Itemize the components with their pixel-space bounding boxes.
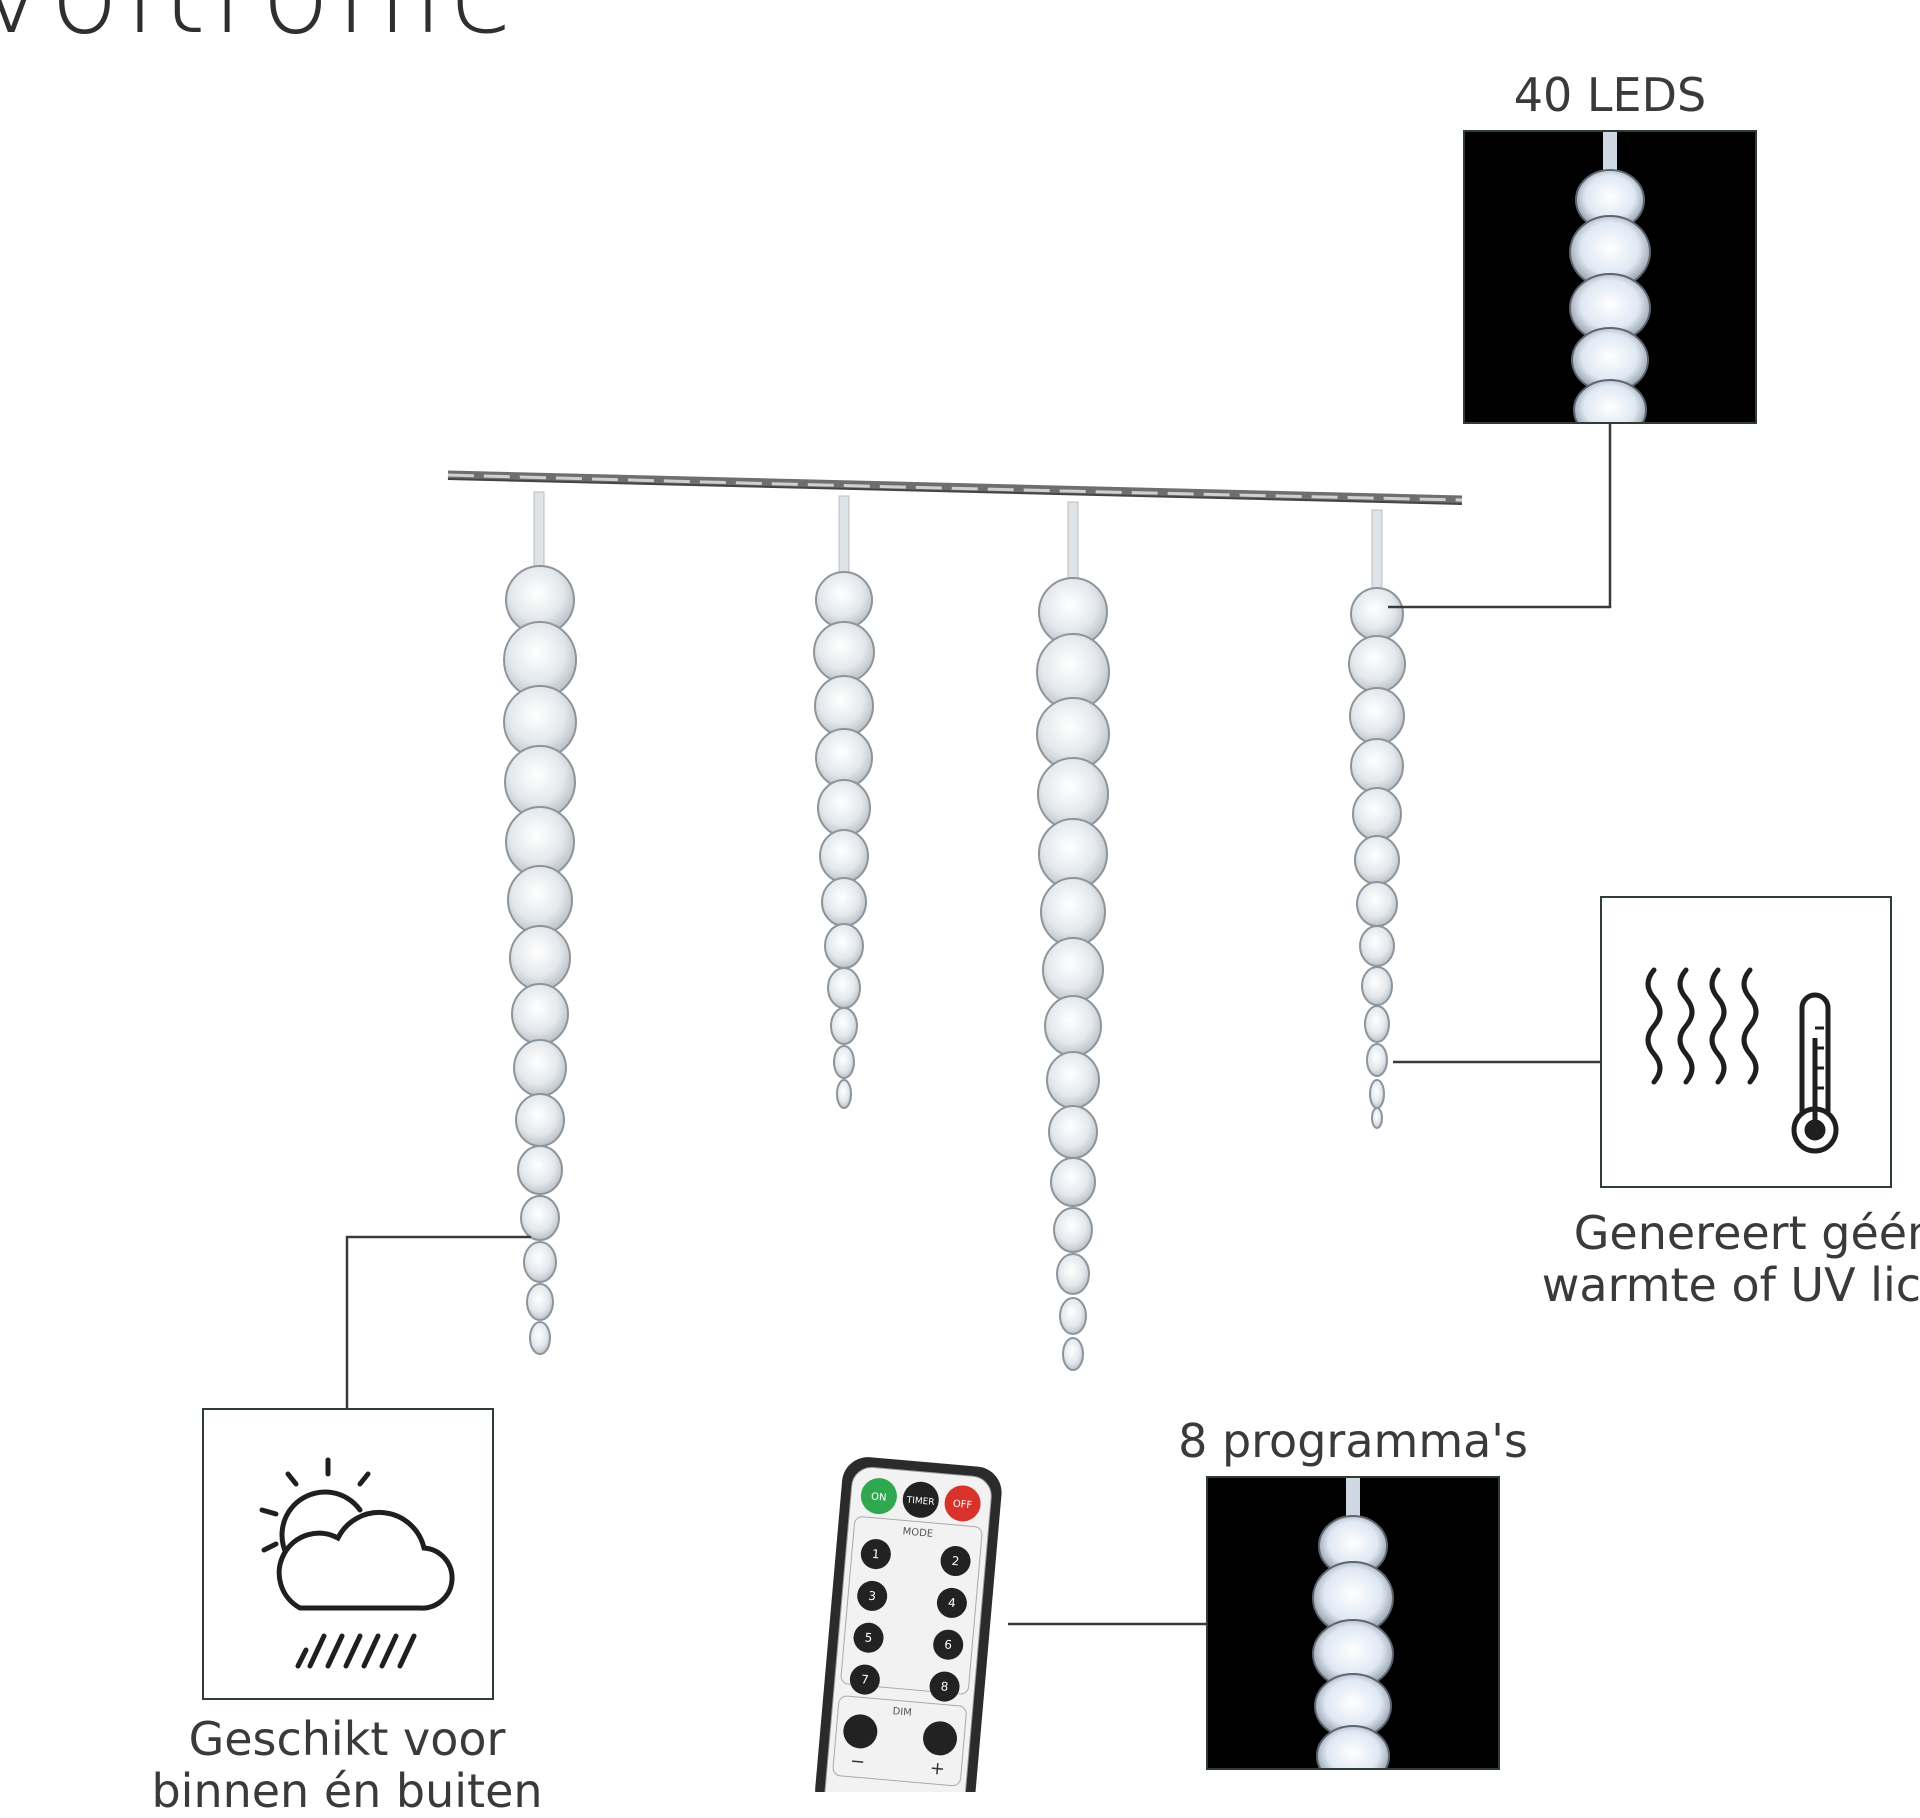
remote-on-button bbox=[860, 1478, 897, 1515]
remote-on-label: ON bbox=[871, 1491, 887, 1503]
weather-box bbox=[202, 1408, 494, 1700]
brand-logo: voltronic bbox=[0, 0, 540, 70]
weather-label-line1: Geschikt voor bbox=[188, 1712, 506, 1766]
no-heat-label-line1: Genereert géén bbox=[1573, 1206, 1920, 1260]
logo-text: voltronic bbox=[0, 0, 518, 50]
cable-wire bbox=[447, 470, 1463, 505]
leds-photo bbox=[1463, 130, 1757, 424]
weather-label-line2: binnen én buiten bbox=[151, 1763, 543, 1818]
programs-label: 8 programma's bbox=[1178, 1414, 1528, 1468]
remote-off-label: OFF bbox=[952, 1499, 973, 1512]
remote-mode-label: MODE bbox=[902, 1526, 933, 1540]
remote-number-buttons bbox=[849, 1539, 971, 1702]
remote-dim-label: DIM bbox=[892, 1706, 912, 1719]
remote-control: ON TIMER OFF MODE 1 2 3 4 5 6 7 8 bbox=[780, 1452, 1010, 1792]
remote-num-5: 5 bbox=[864, 1630, 873, 1645]
remote-num-4: 4 bbox=[947, 1596, 956, 1611]
no-heat-label: Genereert géén warmte of UV licht bbox=[1541, 1206, 1920, 1312]
remote-timer-label: TIMER bbox=[905, 1495, 935, 1507]
icicle-photo-icon-2 bbox=[1312, 1478, 1394, 1768]
thermometer-icon bbox=[1791, 992, 1839, 1154]
remote-num-2: 2 bbox=[951, 1554, 960, 1569]
remote-plus-label: + bbox=[929, 1758, 946, 1780]
icicle-3 bbox=[1036, 501, 1110, 1371]
remote-num-1: 1 bbox=[871, 1547, 880, 1562]
sun-cloud-rain-icon bbox=[259, 1457, 455, 1669]
remote-minus-label: − bbox=[849, 1751, 866, 1773]
remote-num-6: 6 bbox=[944, 1637, 953, 1652]
remote-num-7: 7 bbox=[860, 1672, 869, 1687]
connector-weather bbox=[345, 1235, 531, 1408]
remote-timer-button bbox=[902, 1481, 939, 1518]
weather-label: Geschikt voor binnen én buiten bbox=[151, 1712, 543, 1818]
connector-lines bbox=[345, 424, 1612, 1626]
icicle-photo-icon bbox=[1569, 132, 1651, 422]
leds-label: 40 LEDS bbox=[1513, 68, 1707, 122]
icicle-1 bbox=[503, 491, 577, 1355]
connector-leds bbox=[1388, 424, 1612, 609]
heat-thermometer-icon bbox=[1645, 967, 1839, 1154]
remote-control-image: ON TIMER OFF MODE 1 2 3 4 5 6 7 8 bbox=[815, 1457, 1002, 1792]
remote-dim-down-button bbox=[843, 1714, 878, 1749]
remote-num-3: 3 bbox=[868, 1589, 877, 1604]
remote-dim-up-button bbox=[923, 1721, 958, 1756]
no-heat-label-line2: warmte of UV licht bbox=[1541, 1257, 1920, 1312]
no-heat-box bbox=[1600, 896, 1892, 1188]
icicle-4 bbox=[1348, 509, 1406, 1129]
remote-off-button bbox=[944, 1485, 981, 1522]
icicle-2 bbox=[813, 495, 875, 1109]
remote-num-8: 8 bbox=[940, 1679, 949, 1694]
heat-waves-icon bbox=[1645, 967, 1759, 1085]
programs-photo bbox=[1206, 1476, 1500, 1770]
